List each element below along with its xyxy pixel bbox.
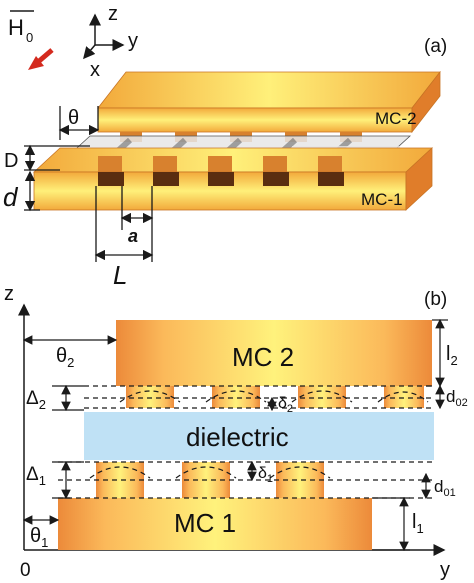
theta2-label: θ2 xyxy=(56,345,74,370)
panel-a: (a) H 0 z y x xyxy=(3,3,447,290)
Delta1-label: Δ1 xyxy=(26,464,46,488)
theta-label-a: θ xyxy=(68,107,79,129)
axes-triad-icon xyxy=(83,13,125,60)
mc2-label-b: MC 2 xyxy=(232,342,294,372)
field-symbol: H xyxy=(8,15,24,40)
panel-b-label: (b) xyxy=(424,289,447,310)
axis-y-label-b: y xyxy=(440,559,450,581)
panel-a-label: (a) xyxy=(424,36,447,57)
axis-z-label-a: z xyxy=(108,3,118,25)
mc2-block-b: MC 2 xyxy=(116,320,432,408)
d02-label: d02 xyxy=(446,387,468,409)
Delta2-label: Δ2 xyxy=(26,388,46,412)
dielectric-label-b: dielectric xyxy=(186,422,289,452)
mc2-block xyxy=(97,70,441,142)
d01-label: d01 xyxy=(434,477,456,499)
field-h0-label: H 0 xyxy=(8,10,34,45)
mc1-label-b: MC 1 xyxy=(174,508,236,538)
l2-label: l2 xyxy=(446,343,458,368)
dashed-boundaries-b xyxy=(58,385,434,499)
axis-y-label-a: y xyxy=(128,30,138,52)
D-label-a: D xyxy=(4,150,18,172)
delta2-label: δ2 xyxy=(278,395,293,415)
dimension-lines-a xyxy=(24,106,154,262)
mc1-block-b: MC 1 xyxy=(58,462,372,550)
l1-label: l1 xyxy=(412,511,424,536)
L-label-a: L xyxy=(113,260,127,290)
mc2-label-a: MC-2 xyxy=(375,109,417,128)
mc1-label-a: MC-1 xyxy=(361,190,403,209)
mc2-teeth-b xyxy=(126,386,424,408)
axis-x-label-a: x xyxy=(90,59,100,81)
mc1-block xyxy=(32,147,434,211)
axis-z-label-b: z xyxy=(4,283,14,305)
field-subscript: 0 xyxy=(26,30,33,45)
origin-label-b: 0 xyxy=(20,560,31,581)
theta1-label: θ1 xyxy=(30,525,48,550)
delta1-label: δ1 xyxy=(258,465,273,485)
dimension-lines-b xyxy=(22,318,448,552)
dielectric-slab-b: dielectric xyxy=(84,412,434,460)
d-label-a: d xyxy=(3,182,19,212)
field-arrow-icon xyxy=(28,48,54,70)
panel-b: (b) z y 0 MC 2 dielectric xyxy=(4,283,468,581)
mc1-teeth xyxy=(98,156,342,172)
a-label-a: a xyxy=(128,226,138,246)
mc1-front-slots xyxy=(98,172,344,186)
